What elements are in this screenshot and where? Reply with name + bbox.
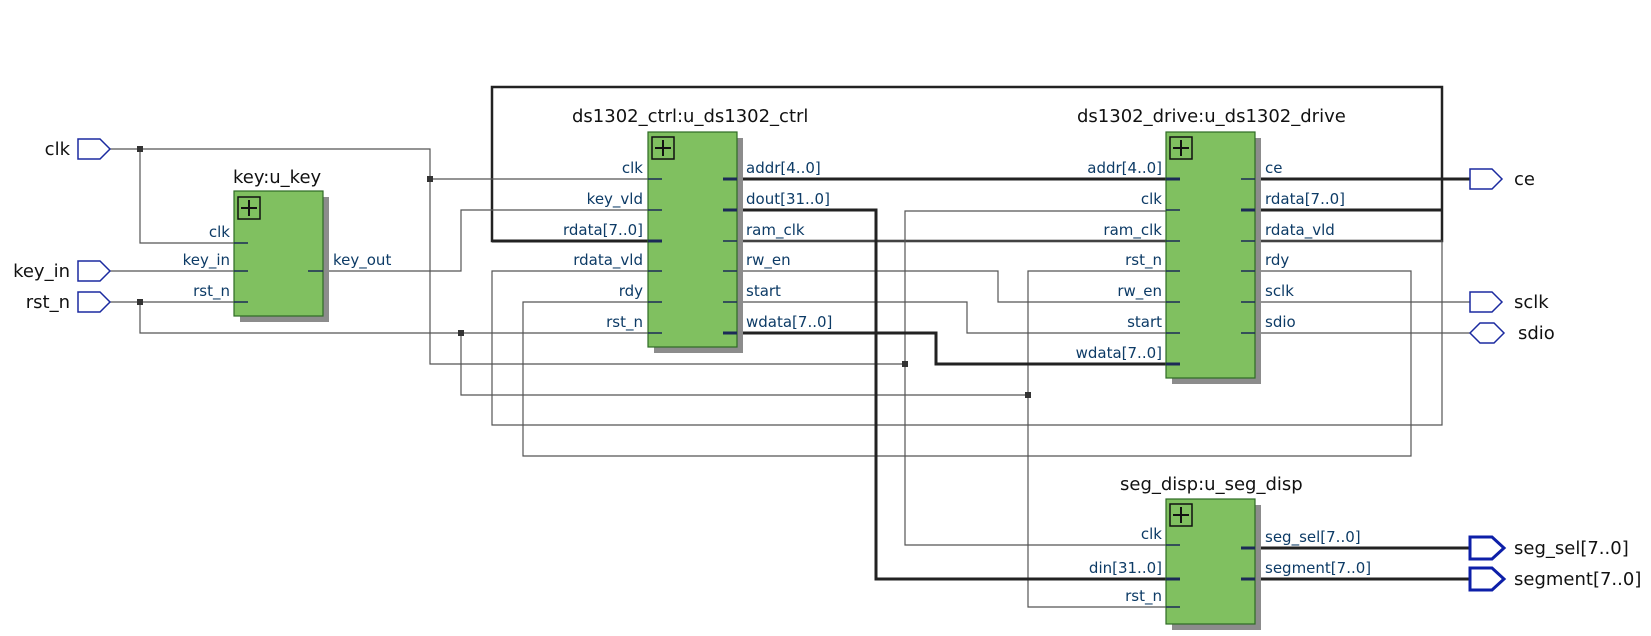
pin-label: key_in <box>13 261 70 282</box>
input-pin-clk[interactable]: clk <box>45 138 112 160</box>
output-pin-ce[interactable]: ce <box>1469 168 1535 190</box>
port-label: dout[31..0] <box>746 190 830 208</box>
wire-rw-en <box>723 270 1180 303</box>
wire-rst-drive <box>1027 270 1180 395</box>
block-body <box>1165 131 1256 379</box>
port-label: addr[4..0] <box>746 159 821 177</box>
port-label: ram_clk <box>1103 221 1162 240</box>
wire-clk-drive <box>904 210 1180 364</box>
output-bus-pin-seg-sel[interactable]: seg_sel[7..0] <box>1468 535 1629 561</box>
input-pin-icon <box>77 138 112 160</box>
pin-label: segment[7..0] <box>1514 569 1641 590</box>
input-pin-key-in[interactable]: key_in <box>13 260 112 282</box>
drive-output-pins <box>1241 178 1255 334</box>
pin-label: sdio <box>1518 323 1555 344</box>
output-pin-icon <box>1469 291 1504 313</box>
port-label: rdata[7..0] <box>563 221 643 239</box>
port-label: clk <box>209 223 230 241</box>
block-body <box>1165 498 1256 625</box>
junction-dot <box>137 299 143 305</box>
bus-dout <box>723 208 1180 581</box>
block-title: ds1302_drive:u_ds1302_drive <box>1077 106 1346 127</box>
block-ds1302-ctrl[interactable]: ds1302_ctrl:u_ds1302_ctrl clk key_vld rd… <box>563 106 832 353</box>
port-label: clk <box>622 159 643 177</box>
port-label: rw_en <box>1117 282 1162 301</box>
wire-start <box>723 301 1180 334</box>
port-label: rst_n <box>1125 251 1162 270</box>
output-bus-pin-icon <box>1468 535 1507 561</box>
ctrl-input-pins <box>648 178 662 334</box>
port-label: key_vld <box>587 190 643 209</box>
port-label: sclk <box>1265 282 1294 300</box>
wires <box>110 146 1470 608</box>
input-pin-rst-n[interactable]: rst_n <box>26 291 112 313</box>
buses <box>492 177 1470 581</box>
output-bus-pin-icon <box>1468 566 1507 592</box>
bus-wdata <box>723 331 1180 366</box>
pin-label: ce <box>1514 169 1535 190</box>
port-label: key_out <box>333 251 391 270</box>
port-label: rw_en <box>746 251 791 270</box>
port-label: wdata[7..0] <box>1076 344 1162 362</box>
port-label: rdata_vld <box>1265 221 1335 240</box>
port-label: rst_n <box>1125 587 1162 606</box>
port-label: ce <box>1265 159 1282 177</box>
output-pin-sclk[interactable]: sclk <box>1469 291 1549 313</box>
junction-dot <box>427 176 433 182</box>
bidir-pin-icon <box>1468 322 1506 344</box>
port-label: rdata[7..0] <box>1265 190 1345 208</box>
port-label: start <box>1127 313 1162 331</box>
block-body <box>647 131 738 348</box>
block-title: key:u_key <box>233 167 322 188</box>
port-label: sdio <box>1265 313 1296 331</box>
port-label: rdy <box>1265 251 1289 269</box>
port-label: clk <box>1141 525 1162 543</box>
wire-rst-main <box>110 301 1180 608</box>
pin-label: rst_n <box>26 292 70 313</box>
input-pin-icon <box>77 260 112 282</box>
expand-icon[interactable] <box>237 196 261 220</box>
drive-input-pins <box>1166 177 1180 366</box>
port-label: din[31..0] <box>1089 559 1162 577</box>
port-label: seg_sel[7..0] <box>1265 528 1361 547</box>
port-label: segment[7..0] <box>1265 559 1371 577</box>
input-pin-icon <box>77 291 112 313</box>
wire-rdata-vld <box>491 240 1443 426</box>
expand-icon[interactable] <box>651 136 675 160</box>
expand-icon[interactable] <box>1169 136 1193 160</box>
wire-rdy <box>522 270 1412 457</box>
block-seg-disp[interactable]: seg_disp:u_seg_disp clk din[31..0] rst_n… <box>1089 474 1371 630</box>
port-label: wdata[7..0] <box>746 313 832 331</box>
port-label: key_in <box>183 251 230 270</box>
port-label: clk <box>1141 190 1162 208</box>
port-label: start <box>746 282 781 300</box>
block-key[interactable]: key:u_key clk key_in rst_n key_out <box>183 167 392 322</box>
junction-dot <box>902 361 908 367</box>
pin-label: clk <box>45 139 71 160</box>
pin-label: sclk <box>1514 292 1549 313</box>
expand-icon[interactable] <box>1169 503 1193 527</box>
wire-clk-key <box>139 149 248 244</box>
junction-dot <box>1025 392 1031 398</box>
port-label: rst_n <box>193 282 230 301</box>
output-bus-pin-segment[interactable]: segment[7..0] <box>1468 566 1641 592</box>
port-label: rst_n <box>606 313 643 332</box>
block-title: seg_disp:u_seg_disp <box>1120 474 1303 495</box>
block-body <box>233 190 324 317</box>
output-pin-icon <box>1469 168 1504 190</box>
junction-dot <box>458 330 464 336</box>
block-ds1302-drive[interactable]: ds1302_drive:u_ds1302_drive addr[4..0] c… <box>1076 106 1346 384</box>
port-label: ram_clk <box>746 221 805 240</box>
wire-key-vld <box>308 209 662 272</box>
ctrl-output-pins <box>723 177 737 335</box>
port-label: rdata_vld <box>573 251 643 270</box>
block-title: ds1302_ctrl:u_ds1302_ctrl <box>572 106 808 127</box>
pin-label: seg_sel[7..0] <box>1514 538 1629 559</box>
port-label: addr[4..0] <box>1087 159 1162 177</box>
bidir-pin-sdio[interactable]: sdio <box>1468 322 1555 344</box>
port-label: rdy <box>619 282 643 300</box>
junction-dot <box>137 146 143 152</box>
wire-clk-main <box>110 148 1180 546</box>
